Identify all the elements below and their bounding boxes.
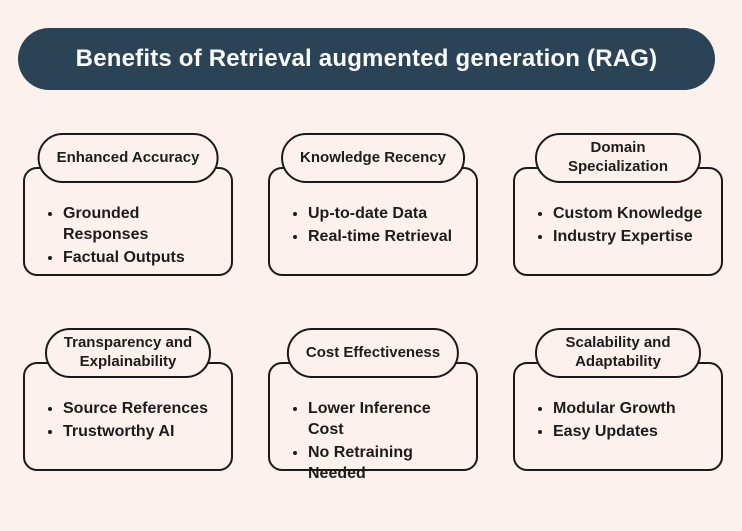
benefit-item: Modular Growth <box>553 398 713 419</box>
card-title: Cost Effectiveness <box>305 343 441 361</box>
benefit-item: Real-time Retrieval <box>308 226 468 247</box>
card-title-badge: Knowledge Recency <box>281 133 465 183</box>
benefit-item: Custom Knowledge <box>553 203 713 224</box>
card-enhanced-accuracy: Enhanced Accuracy Grounded Responses Fac… <box>23 133 233 276</box>
benefit-item: Up-to-date Data <box>308 203 468 224</box>
card-title-badge: Scalability and Adaptability <box>535 328 701 378</box>
benefit-item: No Retraining Needed <box>308 442 440 484</box>
benefit-item: Industry Expertise <box>553 226 713 247</box>
benefit-item: Grounded Responses <box>63 203 223 245</box>
card-domain-specialization: Domain Specialization Custom Knowledge I… <box>513 133 723 276</box>
card-cost-effectiveness: Cost Effectiveness Lower Inference Cost … <box>268 328 478 482</box>
benefit-item: Lower Inference Cost <box>308 398 468 440</box>
card-title: Knowledge Recency <box>300 148 446 166</box>
card-scalability-adaptability: Scalability and Adaptability Modular Gro… <box>513 328 723 471</box>
card-transparency-explainability: Transparency and Explainability Source R… <box>23 328 233 471</box>
card-title: Enhanced Accuracy <box>56 148 200 166</box>
benefit-list: Modular Growth Easy Updates <box>515 398 721 442</box>
benefit-list: Up-to-date Data Real-time Retrieval <box>270 203 476 247</box>
benefit-list: Lower Inference Cost No Retraining Neede… <box>270 398 476 484</box>
benefit-item: Source References <box>63 398 223 419</box>
card-knowledge-recency: Knowledge Recency Up-to-date Data Real-t… <box>268 133 478 276</box>
benefit-list: Grounded Responses Factual Outputs <box>25 203 231 268</box>
card-title-badge: Enhanced Accuracy <box>37 133 219 183</box>
benefit-item: Factual Outputs <box>63 247 223 268</box>
card-title: Domain Specialization <box>567 139 669 175</box>
benefit-list: Custom Knowledge Industry Expertise <box>515 203 721 247</box>
card-title-badge: Transparency and Explainability <box>45 328 211 378</box>
card-title-badge: Domain Specialization <box>535 133 701 183</box>
card-title: Transparency and Explainability <box>63 334 193 370</box>
header-banner: Benefits of Retrieval augmented generati… <box>18 28 715 90</box>
benefit-list: Source References Trustworthy AI <box>25 398 231 442</box>
page-title: Benefits of Retrieval augmented generati… <box>75 45 658 72</box>
benefit-item: Easy Updates <box>553 421 713 442</box>
benefit-item: Trustworthy AI <box>63 421 223 442</box>
card-title: Scalability and Adaptability <box>565 334 671 370</box>
card-title-badge: Cost Effectiveness <box>286 328 460 378</box>
